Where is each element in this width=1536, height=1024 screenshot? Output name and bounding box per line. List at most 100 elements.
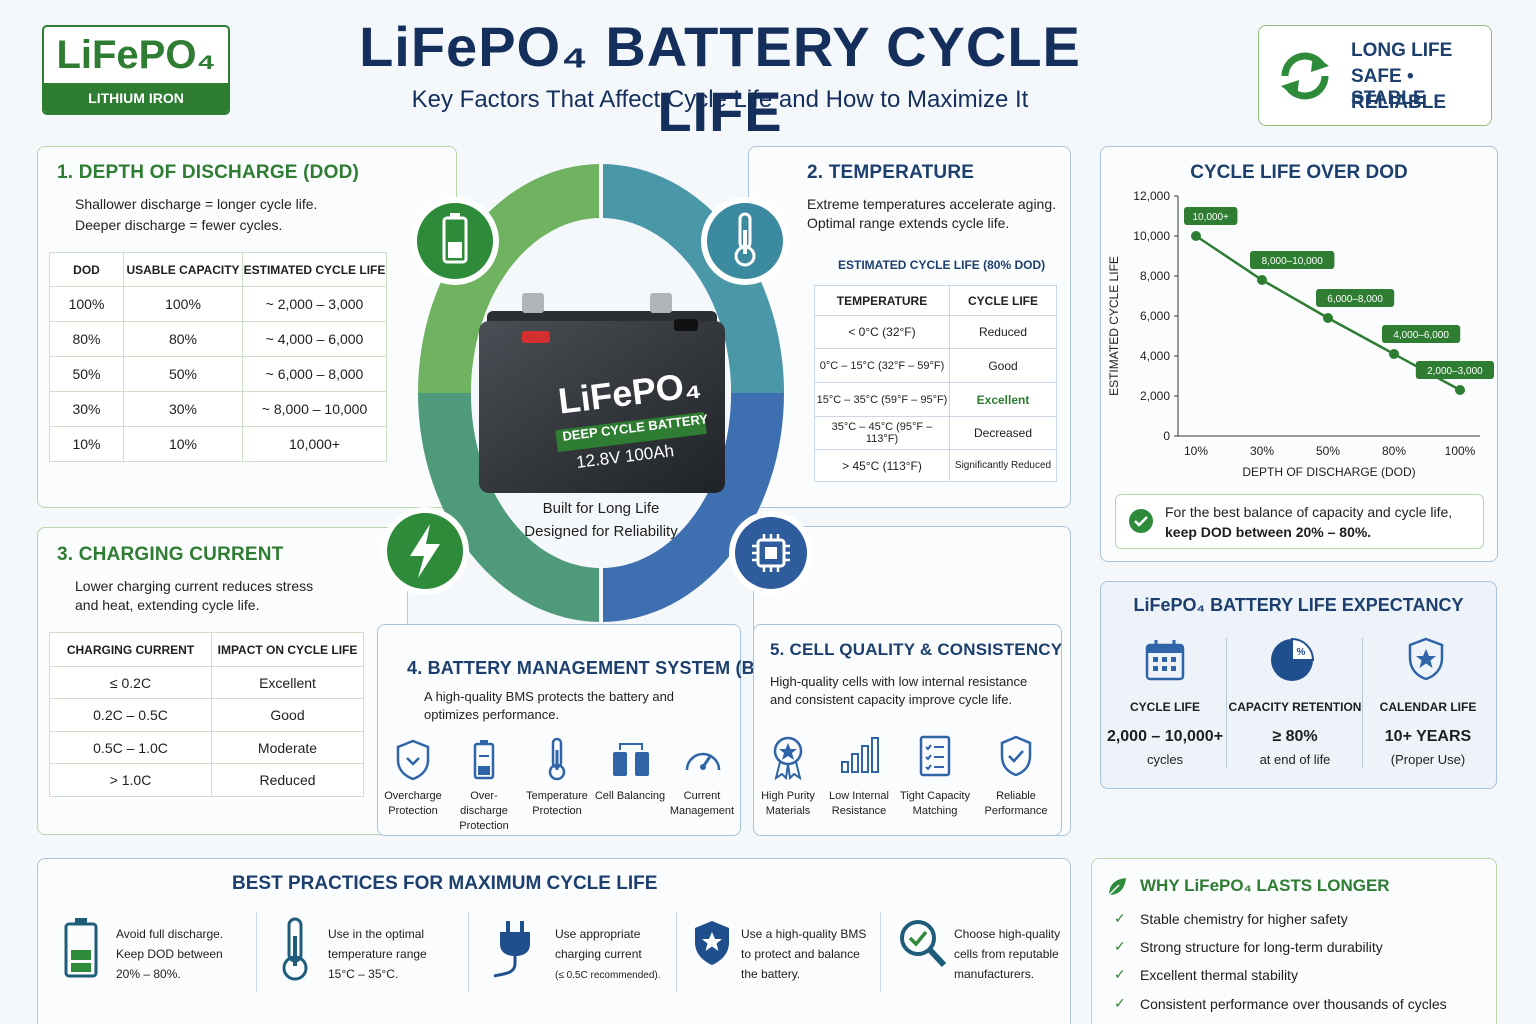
data-point bbox=[1257, 275, 1267, 285]
why-item: Excellent thermal stability bbox=[1140, 967, 1298, 983]
table-row: 30%30%~ 8,000 – 10,000 bbox=[49, 391, 387, 427]
shield-icon bbox=[396, 739, 430, 781]
divider bbox=[468, 912, 469, 992]
dod-desc-2: Deeper discharge = fewer cycles. bbox=[75, 217, 283, 233]
cell-quality-desc-1: High-quality cells with low internal res… bbox=[770, 674, 1028, 689]
thermometer-icon bbox=[282, 917, 308, 981]
chart-title: CYCLE LIFE OVER DOD bbox=[1190, 162, 1408, 183]
battery-caption-1: Built for Long Life bbox=[542, 500, 660, 517]
temperature-title: 2. TEMPERATURE bbox=[807, 162, 975, 183]
data-label-box bbox=[1250, 251, 1335, 269]
divider bbox=[1226, 638, 1227, 768]
y-tick-label: 6,000 bbox=[1140, 309, 1170, 323]
feature-badge: LONG LIFE SAFE • STABLE RELIABLE bbox=[1258, 25, 1492, 126]
data-point bbox=[1389, 349, 1399, 359]
table-cell: Good bbox=[949, 348, 1057, 383]
dod-col-header: DOD bbox=[49, 252, 124, 287]
table-row: 80%80%~ 4,000 – 6,000 bbox=[49, 321, 387, 357]
charging-title: 3. CHARGING CURRENT bbox=[57, 544, 284, 565]
data-label-box bbox=[1316, 289, 1395, 307]
why-item: Strong structure for long-term durabilit… bbox=[1140, 939, 1383, 955]
battery-icon bbox=[411, 197, 499, 285]
expectancy-title: LiFePO₄ BATTERY LIFE EXPECTANCY bbox=[1133, 595, 1464, 615]
award-ribbon-icon bbox=[773, 736, 803, 780]
best-practices-title: BEST PRACTICES FOR MAXIMUM CYCLE LIFE bbox=[232, 873, 658, 894]
dod-title: 1. DEPTH OF DISCHARGE (DOD) bbox=[57, 162, 360, 183]
battery-low-icon bbox=[473, 740, 495, 780]
expectancy-panel bbox=[1100, 581, 1497, 789]
checklist-icon bbox=[919, 735, 951, 777]
table-row: 100%100%~ 2,000 – 3,000 bbox=[49, 286, 387, 322]
check-icon: ✓ bbox=[1114, 910, 1126, 926]
dod-desc-1: Shallower discharge = longer cycle life. bbox=[75, 196, 318, 212]
battery-level-icon bbox=[64, 918, 98, 978]
temperature-col-header: CYCLE LIFE bbox=[949, 285, 1057, 316]
y-tick-label: 12,000 bbox=[1133, 189, 1170, 203]
why-panel bbox=[1091, 858, 1497, 1024]
cell-quality-inner bbox=[753, 624, 1062, 836]
y-tick-label: 10,000 bbox=[1133, 229, 1170, 243]
thermometer-icon bbox=[701, 197, 789, 285]
logo-subtitle: LITHIUM IRON PHOSPHATE bbox=[44, 83, 228, 113]
table-cell: 10% bbox=[123, 426, 243, 462]
dod-col-header: USABLE CAPACITY bbox=[123, 252, 243, 287]
expectancy-label: CALENDAR LIFE bbox=[1379, 700, 1477, 714]
data-label: 4,000–6,000 bbox=[1393, 330, 1449, 341]
chart-note-1: For the best balance of capacity and cyc… bbox=[1165, 504, 1453, 520]
thermometer-icon bbox=[548, 737, 566, 781]
why-title: WHY LiFePO₄ LASTS LONGER bbox=[1140, 876, 1390, 895]
page-subtitle: Key Factors That Affect Cycle Life and H… bbox=[411, 86, 1029, 113]
table-cell: ~ 8,000 – 10,000 bbox=[242, 391, 387, 427]
charging-col-header: IMPACT ON CYCLE LIFE bbox=[211, 632, 364, 667]
data-label: 8,000–10,000 bbox=[1262, 256, 1324, 267]
shield-star-icon bbox=[695, 921, 729, 965]
table-cell: ~ 6,000 – 8,000 bbox=[242, 356, 387, 392]
table-cell: 80% bbox=[49, 321, 124, 357]
badge-line-3: RELIABLE bbox=[1351, 92, 1446, 113]
bms-desc-2: optimizes performance. bbox=[424, 707, 560, 722]
y-tick-label: 0 bbox=[1163, 429, 1170, 443]
check-icon: ✓ bbox=[1114, 938, 1126, 954]
x-axis-label: DEPTH OF DISCHARGE (DOD) bbox=[1242, 465, 1415, 479]
table-cell: 80% bbox=[123, 321, 243, 357]
temperature-col-header: TEMPERATURE bbox=[814, 285, 950, 316]
table-cell: 30% bbox=[49, 391, 124, 427]
svg-text:%: % bbox=[1297, 647, 1306, 658]
bms-title: 4. BATTERY MANAGEMENT SYSTEM (BMS) bbox=[407, 658, 789, 678]
bms-panel bbox=[377, 624, 741, 836]
table-cell: 10,000+ bbox=[242, 426, 387, 462]
factor-ring bbox=[418, 164, 784, 622]
expectancy-sub: (Proper Use) bbox=[1390, 752, 1466, 767]
table-row: 15°C – 35°C (59°F – 95°F)Excellent bbox=[814, 382, 1057, 417]
check-icon: ✓ bbox=[1114, 966, 1126, 982]
table-cell: Significantly Reduced bbox=[949, 449, 1057, 482]
table-row: 10%10%10,000+ bbox=[49, 426, 387, 462]
chart-note-box bbox=[1115, 494, 1484, 549]
table-cell: 50% bbox=[123, 356, 243, 392]
table-cell: 30% bbox=[123, 391, 243, 427]
bms-item-label: Cell Balancing bbox=[594, 790, 666, 802]
data-label: 10,000+ bbox=[1192, 212, 1229, 223]
y-axis-label: ESTIMATED CYCLE LIFE bbox=[1107, 256, 1121, 396]
table-cell: Excellent bbox=[949, 382, 1057, 417]
check-circle-icon bbox=[1129, 509, 1153, 533]
magnifier-check-icon bbox=[900, 920, 947, 968]
logo: LiFePO₄ LITHIUM IRON PHOSPHATE bbox=[42, 25, 230, 115]
table-cell: 15°C – 35°C (59°F – 95°F) bbox=[814, 382, 950, 417]
charging-desc-1: Lower charging current reduces stress bbox=[75, 578, 314, 594]
table-cell: Decreased bbox=[949, 416, 1057, 450]
